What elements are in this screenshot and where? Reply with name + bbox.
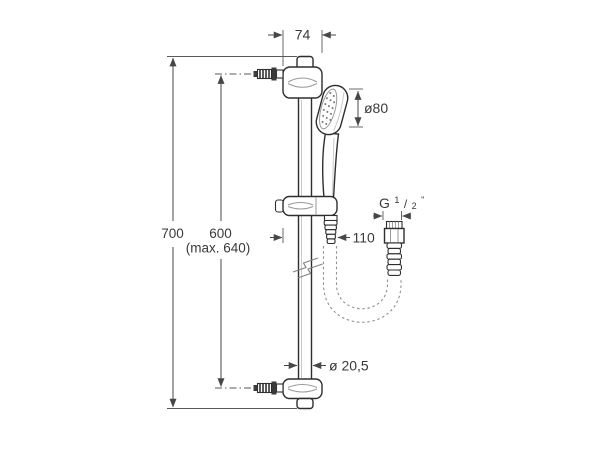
dim-label-d80: ø80 xyxy=(364,100,388,116)
hose-outlet-nut xyxy=(323,214,338,222)
spray-face-dots xyxy=(321,91,336,125)
wall-bracket-top xyxy=(253,66,323,99)
dim-fixing-distance-600: 600 (max. 640) xyxy=(186,75,251,387)
dim-label-600-max: (max. 640) xyxy=(186,241,251,256)
dim-bracket-depth-74: 74 xyxy=(268,27,336,66)
thread-inch-mark: " xyxy=(421,195,424,205)
slide-rail xyxy=(297,64,313,402)
thread-slash: / xyxy=(404,197,408,211)
hose-connector-g-half xyxy=(383,220,405,276)
dim-label-700: 700 xyxy=(161,226,184,241)
hose-fitting-cone xyxy=(323,219,338,245)
hex-nut xyxy=(383,227,405,244)
bottom-end-cap xyxy=(296,397,314,410)
shower-hose xyxy=(322,246,402,323)
dim-label-d205: ø 20,5 xyxy=(329,358,369,374)
dim-label-110: 110 xyxy=(353,230,376,246)
thread-g: G xyxy=(379,195,390,211)
handset-handle xyxy=(321,132,340,199)
dim-hose-outlet-110: 110 xyxy=(270,228,375,246)
wall-bracket-bottom xyxy=(253,378,323,400)
thread-denominator: 2 xyxy=(412,201,417,211)
wall-fixing-screw-top xyxy=(253,67,284,81)
thread-label: G 1 / 2 " xyxy=(379,190,424,213)
dim-handset-diameter-80: ø80 xyxy=(349,88,388,128)
dim-rail-length-700: 700 xyxy=(161,57,184,408)
handset-head xyxy=(315,84,349,136)
dim-rail-diameter-205: ø 20,5 xyxy=(284,358,369,374)
dim-label-600: 600 xyxy=(209,226,232,241)
wall-fixing-screw-bottom xyxy=(253,381,284,395)
dim-thread-g-half: G 1 / 2 " xyxy=(373,190,424,220)
thread-numerator: 1 xyxy=(394,195,399,205)
hose-ribs xyxy=(386,242,403,276)
slider-bracket xyxy=(274,195,338,222)
dim-label-74: 74 xyxy=(295,27,311,43)
hose-break-mark xyxy=(292,257,323,279)
